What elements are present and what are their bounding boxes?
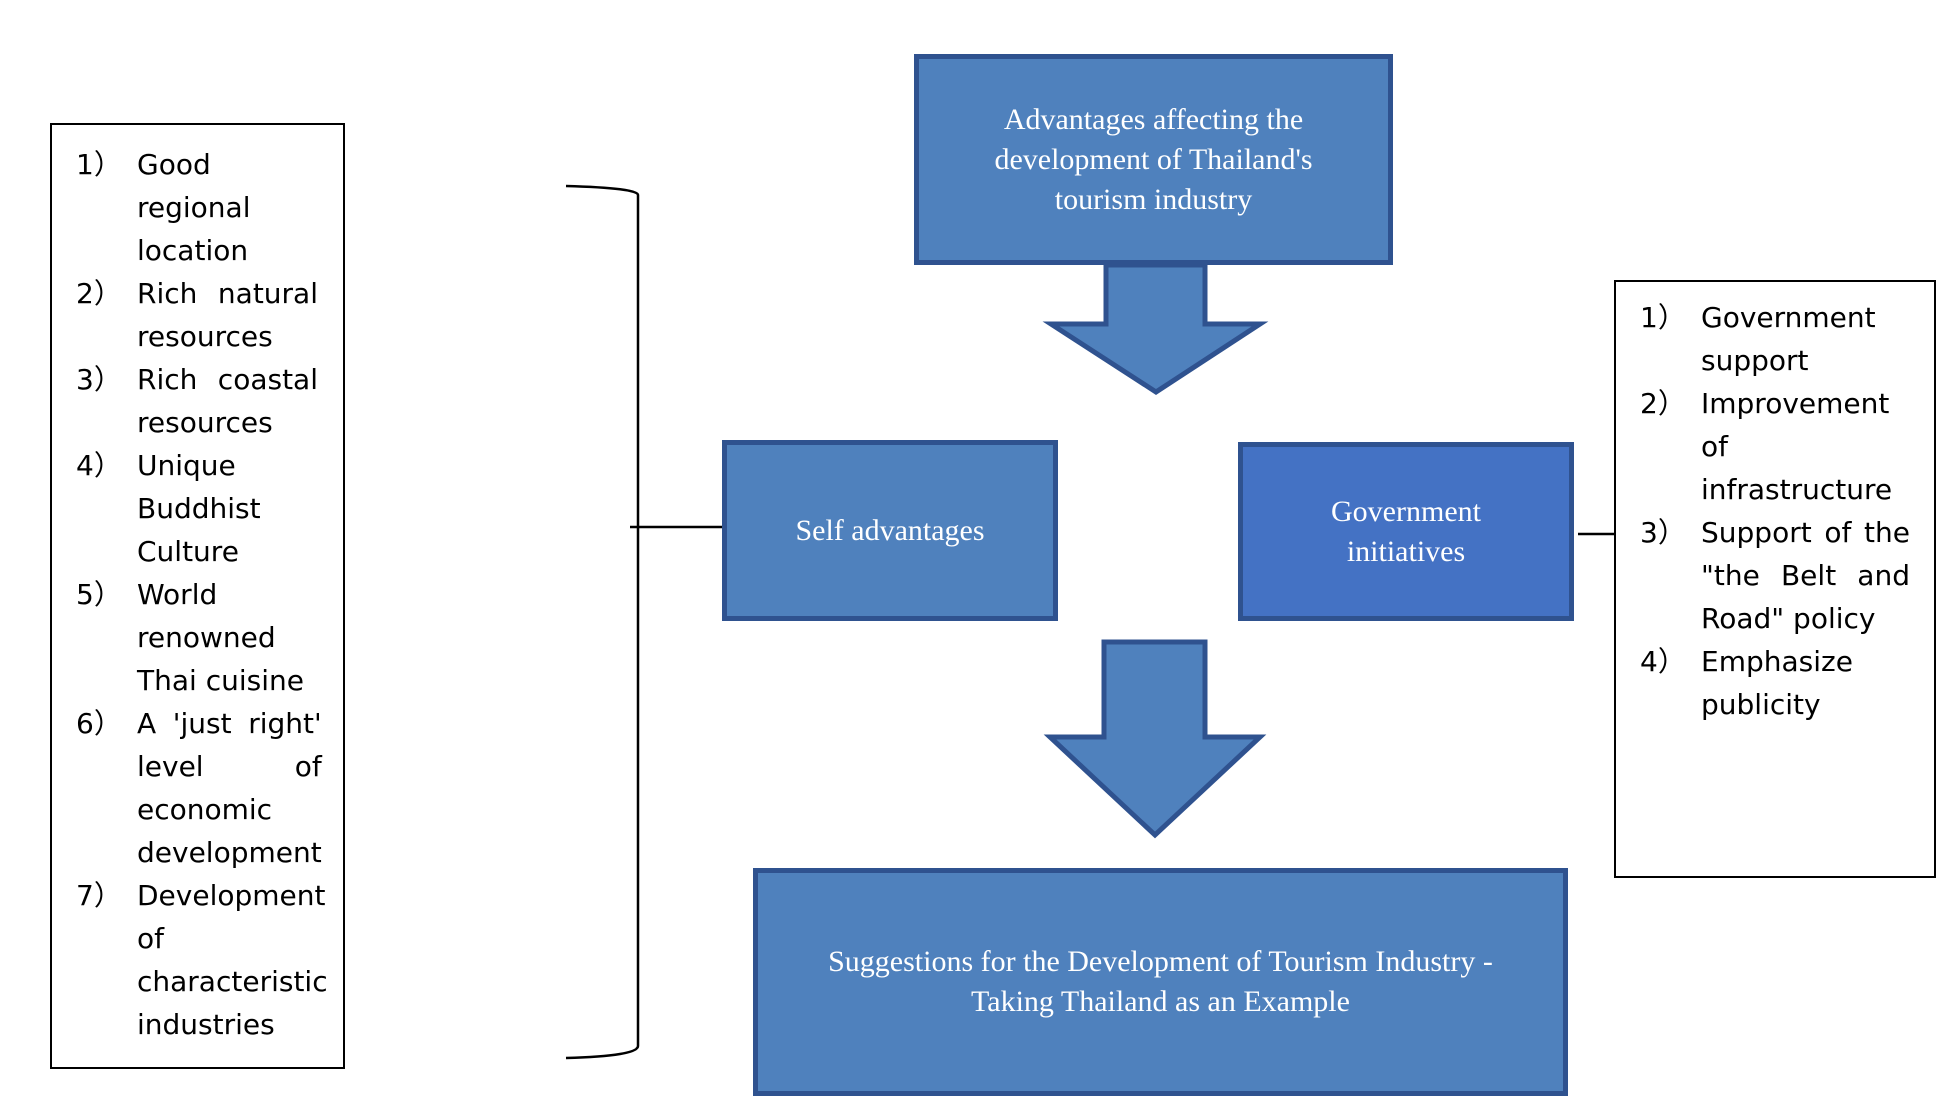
list-item-text: Support of the "the Belt and Road" polic… (1701, 516, 1910, 635)
left-bracket (565, 184, 640, 1060)
list-item: 3） Support of the "the Belt and Road" po… (1640, 511, 1910, 640)
list-item-number: 7） (76, 879, 122, 912)
self-advantages-list: 1） Good regional location 2） Rich natura… (50, 123, 345, 1069)
list-item-text: Rich coastal resources (137, 363, 318, 439)
list-item-number: 2） (1640, 387, 1686, 420)
suggestions-box: Suggestions for the Development of Touri… (753, 868, 1568, 1096)
advantages-label: Advantages affecting the development of … (994, 102, 1313, 216)
list-item-text: Unique Buddhist Culture (137, 449, 261, 568)
list-item-text: Development of characteristic industries (137, 879, 328, 1041)
advantages-box: Advantages affecting the development of … (914, 54, 1393, 265)
list-item: 1） Good regional location (76, 143, 318, 272)
list-item: 2） Rich natural resources (76, 272, 318, 358)
government-initiatives-label: Government initiatives (1331, 494, 1481, 568)
government-initiatives-box: Government initiatives (1238, 442, 1574, 621)
list-item: 7） Development of characteristic industr… (76, 874, 328, 1046)
down-arrow-bottom (1043, 639, 1267, 839)
list-item-text: World renowned Thai cuisine (137, 578, 304, 697)
list-item-number: 1） (1640, 301, 1686, 334)
list-item-number: 4） (76, 449, 122, 482)
list-item-text: Improvement of infrastructure (1701, 387, 1893, 506)
self-advantages-box: Self advantages (722, 440, 1058, 621)
list-item: 3） Rich coastal resources (76, 358, 318, 444)
list-item: 4） Unique Buddhist Culture (76, 444, 318, 573)
down-arrow-top (1042, 262, 1269, 395)
list-item: 2） Improvement of infrastructure (1640, 382, 1910, 511)
list-item-number: 3） (76, 363, 122, 396)
list-item-text: Rich natural resources (137, 277, 318, 353)
list-item-text: Government support (1701, 301, 1876, 377)
list-item-text: Emphasize publicity (1701, 645, 1853, 721)
list-item: 6） A 'just right' level of economic deve… (76, 702, 322, 874)
list-item-number: 2） (76, 277, 122, 310)
list-item-text: A 'just right' level of economic develop… (137, 707, 322, 869)
self-advantages-label: Self advantages (795, 513, 985, 547)
list-item: 4） Emphasize publicity (1640, 640, 1910, 726)
list-item-number: 6） (76, 707, 122, 740)
list-item-number: 5） (76, 578, 122, 611)
list-item-number: 1） (76, 148, 122, 181)
list-item-text: Good regional location (137, 148, 251, 267)
suggestions-label: Suggestions for the Development of Touri… (828, 945, 1493, 1018)
list-item: 5） World renowned Thai cuisine (76, 573, 318, 702)
list-item-number: 3） (1640, 516, 1686, 549)
list-item-number: 4） (1640, 645, 1686, 678)
list-item: 1） Government support (1640, 296, 1910, 382)
government-initiatives-list: 1） Government support 2） Improvement of … (1614, 280, 1936, 878)
